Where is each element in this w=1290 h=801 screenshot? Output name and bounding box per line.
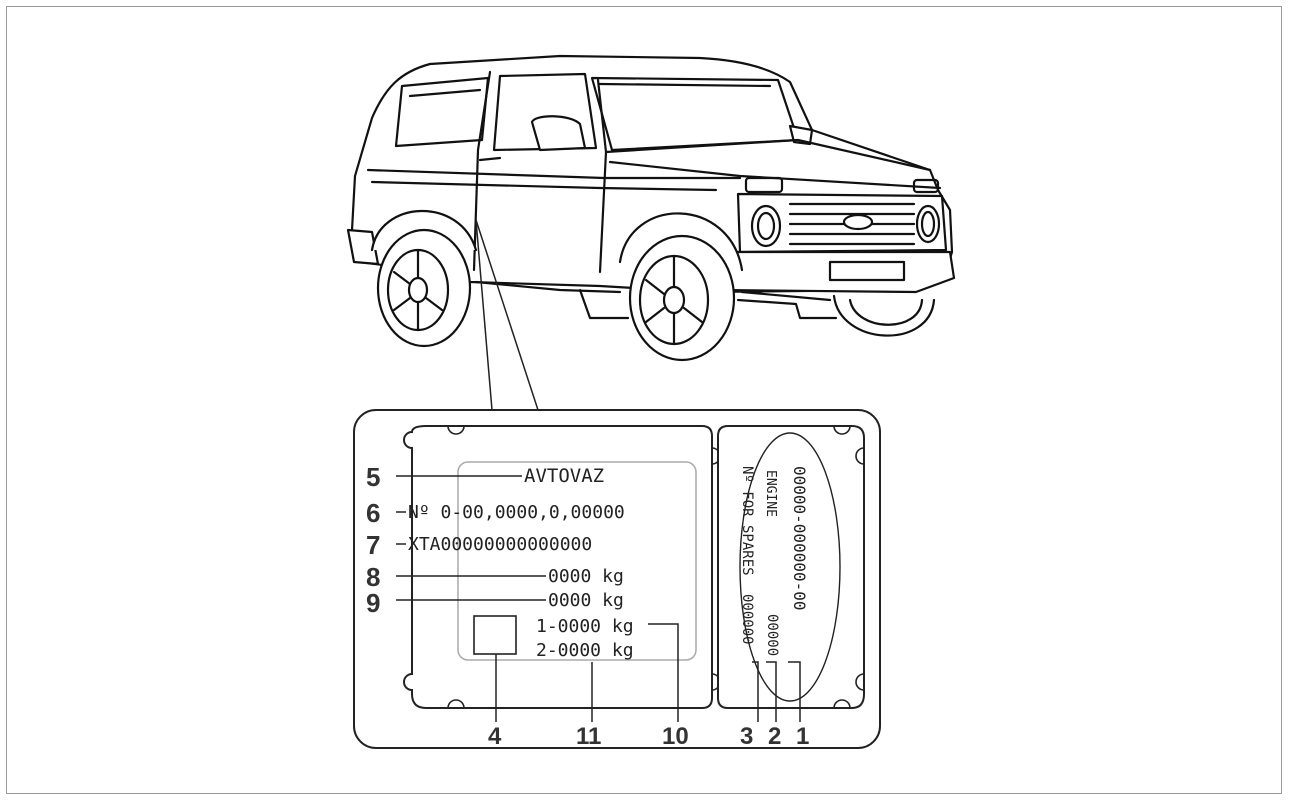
callout-number-9: 9: [366, 588, 380, 618]
rear-axle-load-text: 2-0000 kg: [536, 640, 634, 661]
car-illustration: [348, 56, 954, 360]
engine-number-text: 00000-000000-00: [790, 466, 809, 611]
spares-label-text: Nº FOR SPARES: [739, 466, 755, 576]
callout-number-7: 7: [366, 530, 380, 560]
callout-number-10: 10: [662, 723, 689, 750]
callout-number-1: 1: [796, 723, 809, 750]
front-axle-load-text: 1-0000 kg: [536, 616, 634, 637]
callout-number-2: 2: [768, 723, 781, 750]
maker-text: AVTOVAZ: [524, 465, 604, 487]
callout-number-3: 3: [740, 723, 753, 750]
callout-number-4: 4: [488, 723, 502, 750]
callout-number-6: 6: [366, 498, 380, 528]
max-mass-text: 0000 kg: [548, 566, 624, 587]
engine-label-text: ENGINE: [763, 470, 778, 517]
spares-number-b-text: 000000: [739, 594, 755, 645]
vin-text: XTA00000000000000: [408, 534, 592, 555]
callout-number-5: 5: [366, 462, 380, 492]
callout-number-11: 11: [576, 723, 601, 750]
spares-number-a-text: 00000: [764, 614, 780, 656]
approval-number-text: Nº 0-00,0000,0,00000: [408, 502, 625, 523]
train-mass-text: 0000 kg: [548, 590, 624, 611]
